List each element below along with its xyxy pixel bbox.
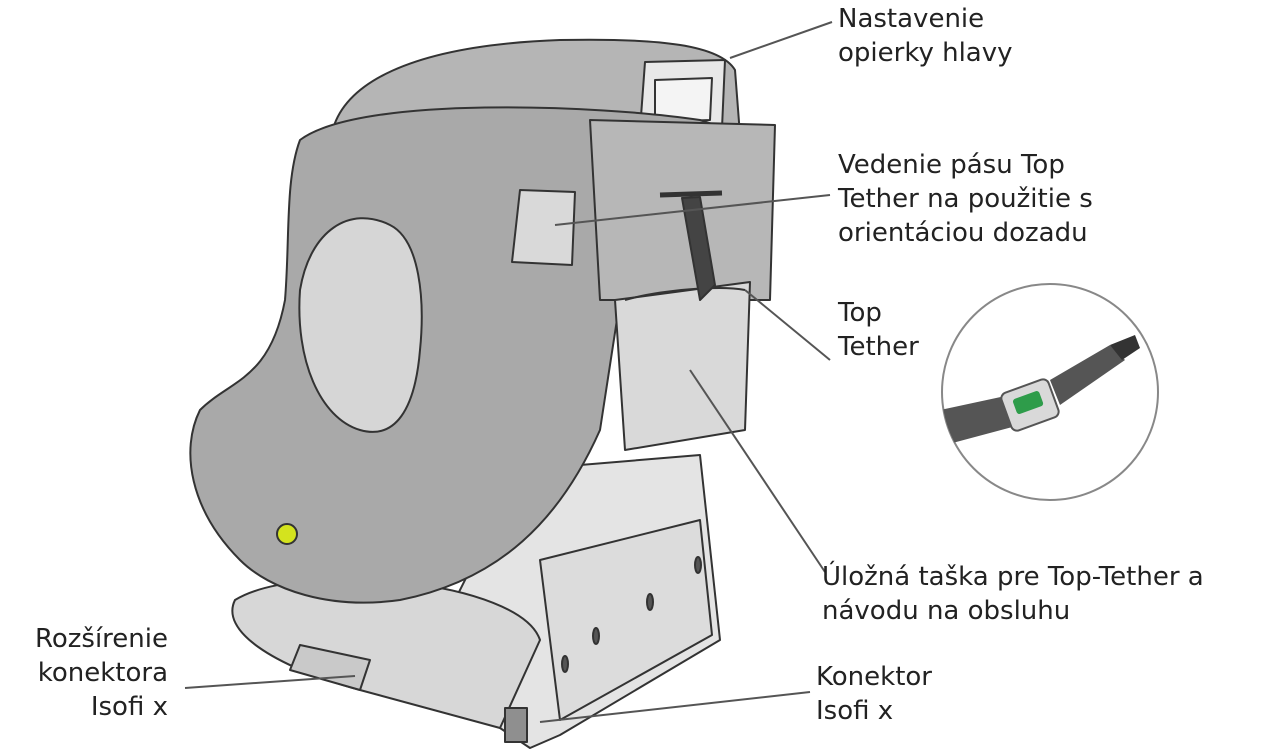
leader-headrest	[729, 21, 833, 59]
inset-clip-green	[1012, 391, 1044, 414]
leader-isofix-connector	[539, 691, 811, 723]
leader-isofix-extension	[184, 675, 356, 689]
headrest-adjuster-detail	[654, 77, 713, 123]
storage-bag-opening	[624, 287, 746, 301]
callout-line: Tether na použitie s	[838, 184, 1093, 214]
inset-strap-left	[942, 395, 1020, 445]
top-tether-strap	[681, 196, 716, 301]
top-tether-detail-inset	[941, 283, 1159, 501]
callout-storage-bag: Úložná taška pre Top-Tether a návodu na …	[822, 560, 1204, 628]
callout-line: návodu na obsluhu	[822, 596, 1071, 626]
callout-line: Úložná taška pre Top-Tether a	[822, 562, 1204, 592]
base-side-panel	[539, 519, 713, 721]
callout-line: Vedenie pásu Top	[838, 150, 1065, 180]
callout-top-tether: Top Tether	[838, 296, 919, 364]
top-tether-guide-tag	[511, 189, 576, 266]
base-hole-4	[561, 655, 569, 673]
storage-bag	[614, 281, 751, 451]
callout-line: Nastavenie	[838, 4, 985, 34]
leader-storage-bag	[689, 369, 826, 573]
callout-top-tether-guide: Vedenie pásu Top Tether na použitie s or…	[838, 148, 1093, 250]
base-hole-2	[646, 593, 654, 611]
indicator-light	[276, 523, 298, 545]
callout-line: opierky hlavy	[838, 38, 1013, 68]
inset-hook	[1110, 335, 1140, 360]
callout-line: Isofi x	[816, 696, 894, 726]
callout-line: Konektor	[816, 662, 932, 692]
belt-slot	[659, 190, 723, 198]
base-hole-3	[694, 556, 702, 574]
callout-line: orientáciou dozadu	[838, 218, 1088, 248]
leader-tether-guide	[554, 194, 831, 226]
seat-back-panel	[589, 119, 776, 301]
callout-line: konektora	[37, 658, 168, 688]
shell-window	[298, 217, 423, 433]
callout-line: Rozšírenie	[34, 624, 168, 654]
callout-line: Isofi x	[90, 692, 168, 722]
isofix-connector-block	[504, 707, 528, 743]
inset-strap-right	[1050, 345, 1125, 405]
isofix-extension-arm	[289, 644, 371, 691]
callout-isofix-extension: Rozšírenie konektora Isofi x	[0, 622, 168, 724]
callout-headrest-adjustment: Nastavenie opierky hlavy	[838, 2, 1013, 70]
callout-line: Top	[838, 298, 882, 328]
car-seat-illustration	[189, 38, 776, 749]
leader-top-tether	[744, 289, 831, 361]
callout-isofix-connector: Konektor Isofi x	[816, 660, 932, 728]
base-hole-1	[592, 627, 600, 645]
callout-line: Tether	[838, 332, 919, 362]
